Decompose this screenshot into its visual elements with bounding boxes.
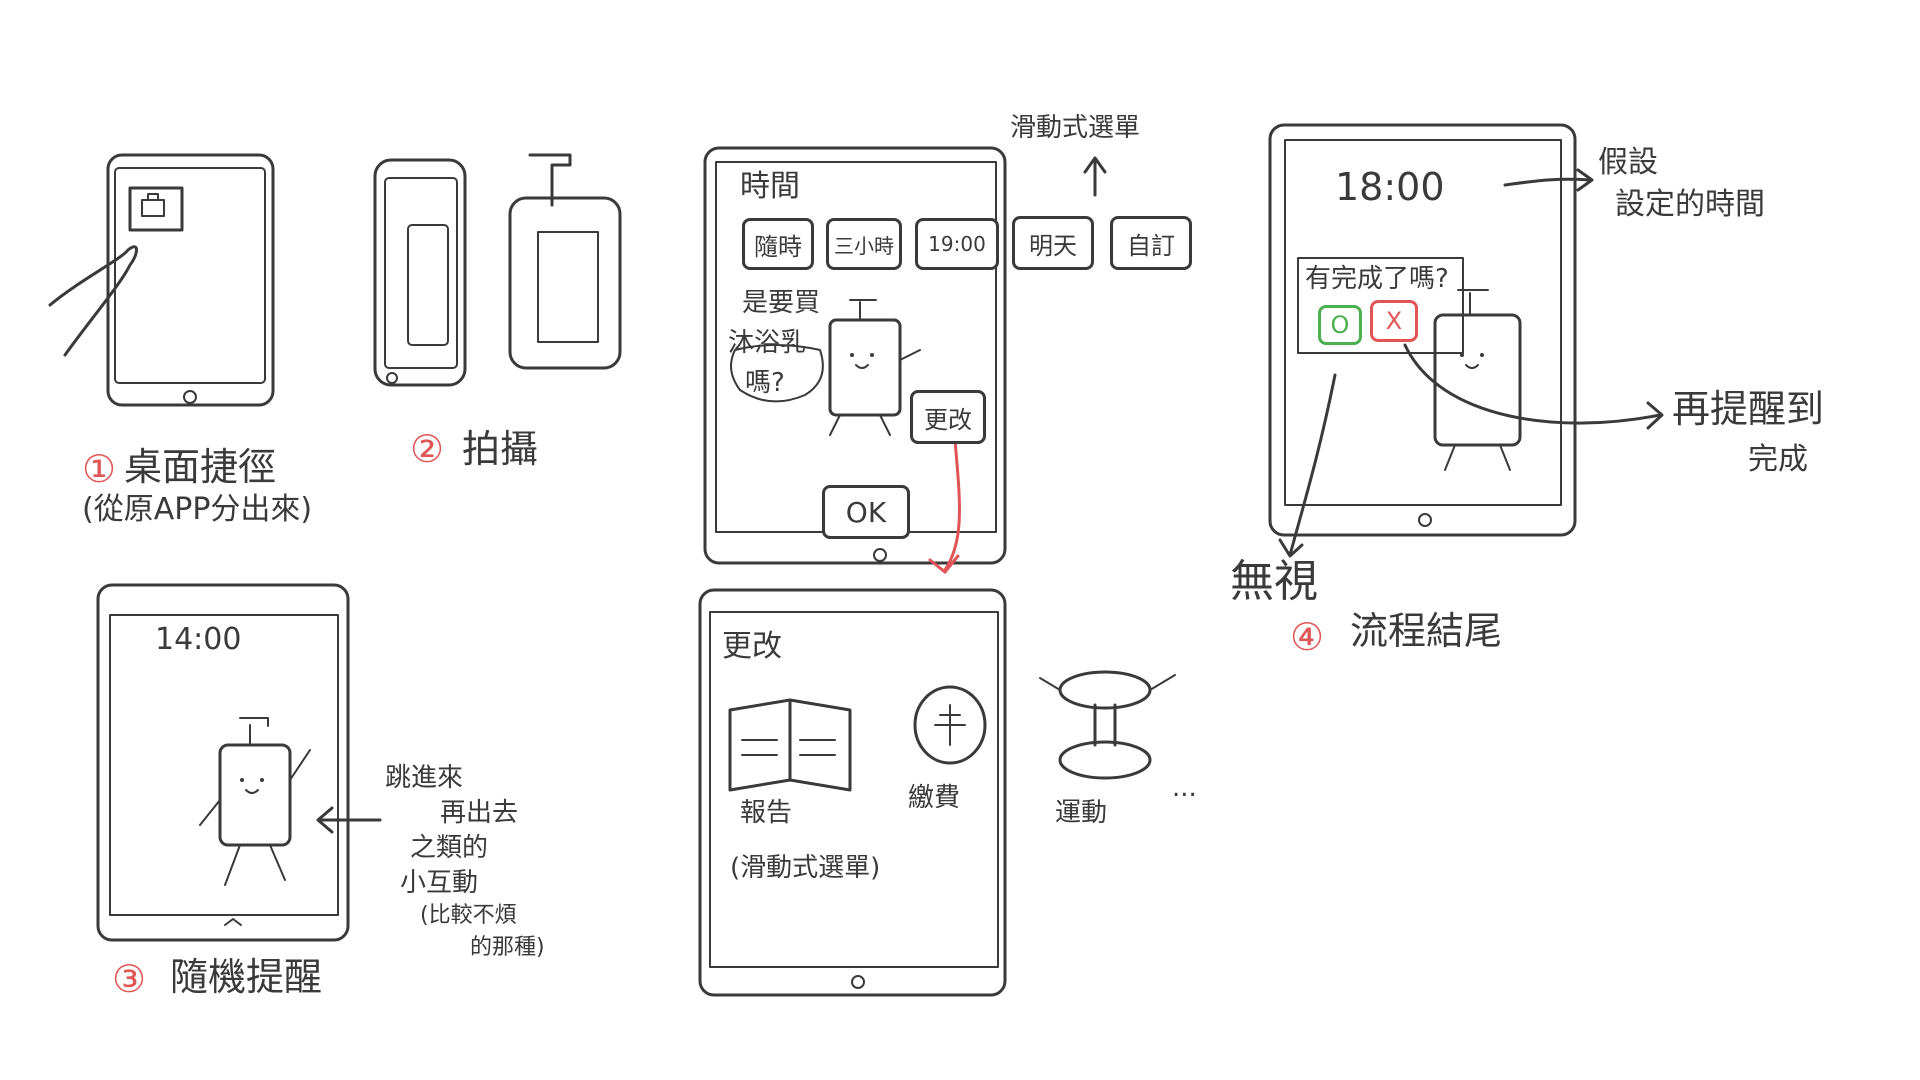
option-payment[interactable]: 繳費 [908,783,961,813]
option-report[interactable]: 報告 [740,798,793,828]
step2-title: 拍攝 [462,427,539,471]
step4-clock: 18:00 [1335,165,1445,209]
remind-note-2: 完成 [1748,442,1808,477]
tablet-change [698,588,1007,997]
phone-camera [373,158,467,387]
tablet-random-reminder [96,583,382,942]
bottle-mascot-icon [199,717,311,886]
step3-note-2: 再出去 [440,798,519,828]
step1-title: 桌面捷徑 [124,445,277,489]
arrow-remind-icon [1403,343,1664,430]
time-question-2: 沐浴乳 [728,328,807,358]
step3-clock: 14:00 [155,622,242,657]
step3-note-4: 小互動 [400,868,479,898]
time-top-note: 滑動式選單 [1010,113,1141,143]
time-question-1: 是要買 [742,288,821,318]
option-exercise[interactable]: 運動 [1055,798,1108,828]
step1-note: (從原APP分出來) [82,492,313,527]
arrow-down-icon [928,438,961,575]
step4-question: 有完成了嗎? [1305,264,1449,294]
arrow-left-icon [316,806,382,834]
step2-number: ② [410,427,445,471]
bottle-mascot-icon [1433,289,1522,471]
arrow-up-icon [1083,156,1107,197]
more-options: ... [1172,773,1197,803]
time-heading: 時間 [740,169,800,204]
chip-1900[interactable]: 19:00 [915,218,999,270]
step4-number: ④ [1290,615,1325,659]
time-question-3: 嗎? [745,368,785,398]
ignore-label: 無視 [1230,556,1318,607]
arrow-ignore-icon [1278,373,1337,558]
coin-icon [913,685,987,765]
remind-note-1: 再提醒到 [1672,387,1825,431]
chip-anytime[interactable]: 隨時 [742,218,814,270]
phone-desktop [48,153,275,407]
chip-tomorrow[interactable]: 明天 [1012,216,1094,270]
no-button[interactable]: X [1370,300,1418,342]
book-icon [728,698,852,792]
time-note-1: 假設 [1598,145,1658,180]
app-shortcut-icon[interactable] [128,186,184,232]
arrow-right-icon [1503,168,1594,192]
ok-button[interactable]: OK [822,485,910,539]
bottle-icon [508,153,622,370]
speech-bubble [730,344,824,403]
change-heading: 更改 [722,629,782,664]
step3-note-1: 跳進來 [385,763,464,793]
time-note-2: 設定的時間 [1615,187,1765,222]
change-button[interactable]: 更改 [910,390,986,444]
bottle-mascot-icon [828,299,921,436]
dumbbell-icon [1039,670,1176,780]
chip-three-hours[interactable]: 三小時 [826,218,902,270]
step3-number: ③ [112,957,147,1001]
step3-note-6: 的那種) [470,935,545,960]
tablet-finish [1268,123,1664,558]
step3-note-5: (比較不煩 [420,903,517,928]
question-bubble [1297,257,1464,354]
finger-icon [48,245,138,357]
chip-custom[interactable]: 自訂 [1110,216,1192,270]
step4-title: 流程結尾 [1350,609,1503,653]
yes-button[interactable]: O [1318,305,1362,345]
step3-note-3: 之類的 [410,833,489,863]
step3-title: 隨機提醒 [170,955,323,999]
step1-number: ① [82,447,117,491]
change-note: (滑動式選單) [730,853,881,883]
